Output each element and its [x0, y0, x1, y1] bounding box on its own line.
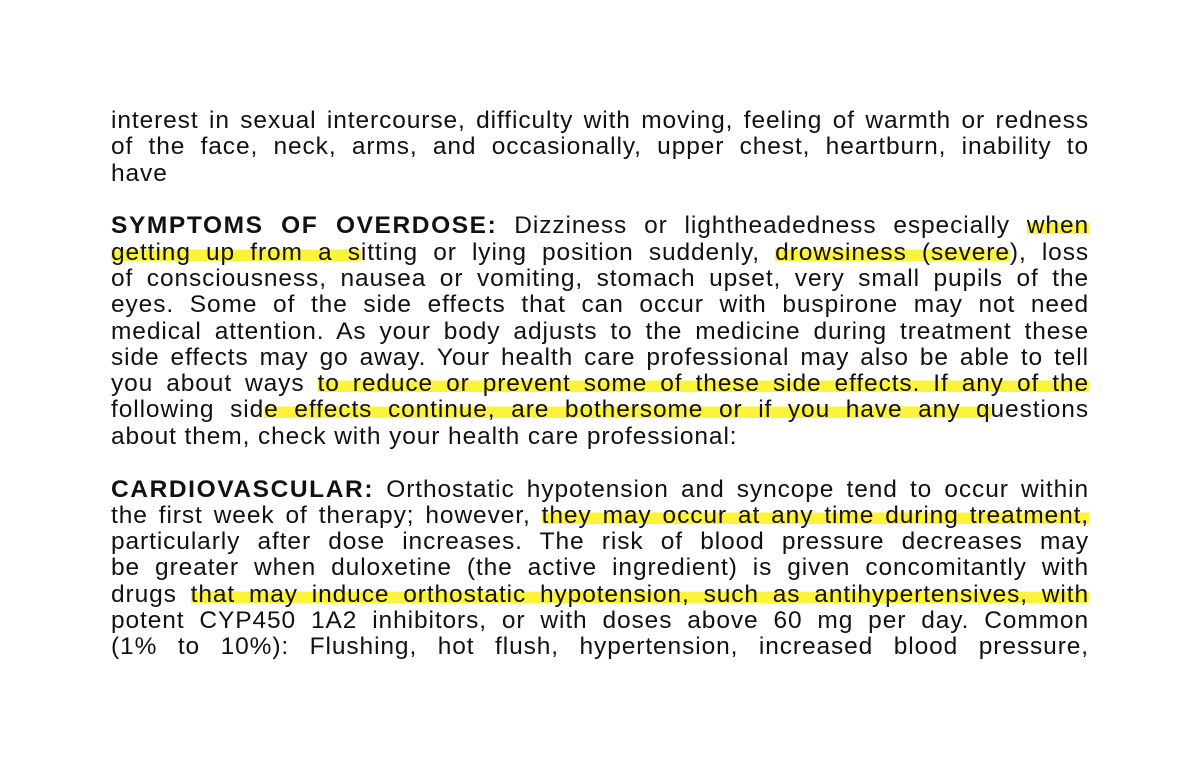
paragraph-cardiovascular: CARDIOVASCULAR: Orthostatic hypotension … [111, 477, 1089, 661]
text-line: potent CYP450 1A2 inhibitors, or with do… [111, 608, 1089, 635]
text-line: of the face, neck, arms, and occasionall… [111, 134, 1089, 161]
highlighted-text: they may occur at any time during treatm… [541, 502, 1089, 529]
text-line: about them, check with your health care … [111, 423, 738, 450]
text-run: Orthostatic hypotension and syncope tend… [374, 476, 1089, 503]
text-run: ), loss [1009, 239, 1089, 266]
highlighted-text: e effects continue, are bothersome or if… [264, 397, 991, 424]
highlighted-text: when [1026, 213, 1089, 240]
text-line: medical attention. As your body adjusts … [111, 318, 1089, 345]
text-line: drugs that may induce orthostatic hypote… [111, 581, 1089, 608]
text-run: following sid [111, 397, 265, 424]
text-run: drugs [111, 581, 191, 608]
text-line: following side effects continue, are bot… [111, 397, 1089, 424]
paragraph-symptoms-of-overdose: SYMPTOMS OF OVERDOSE: Dizziness or light… [111, 213, 1089, 450]
highlighted-text: to reduce or prevent some of these side … [317, 371, 1089, 398]
text-line: the first week of therapy; however, they… [111, 502, 1089, 529]
text-run: the first week of therapy; however, [111, 502, 542, 529]
text-line: side effects may go away. Your health ca… [111, 344, 1089, 371]
paragraph-side-effects-continued: interest in sexual intercourse, difficul… [111, 108, 1089, 187]
text-line: you about ways to reduce or prevent some… [111, 371, 1089, 398]
text-line: SYMPTOMS OF OVERDOSE: Dizziness or light… [111, 213, 1089, 240]
text-run: uestions [990, 397, 1089, 424]
highlighted-text: getting up from a s [111, 239, 361, 266]
text-line: (1% to 10%): Flushing, hot flush, hypert… [111, 634, 1089, 661]
highlighted-text: that may induce orthostatic hypotension,… [190, 581, 1089, 608]
text-line: interest in sexual intercourse, difficul… [111, 108, 1089, 134]
highlighted-text: drowsiness (severe [775, 239, 1010, 266]
text-line: eyes. Some of the side effects that can … [111, 292, 1089, 319]
paragraph-gap [111, 450, 1089, 477]
text-line: getting up from a sitting or lying posit… [111, 239, 1089, 266]
text-run: Dizziness or lightheadedness especially [497, 213, 1027, 240]
section-label-cardiovascular: CARDIOVASCULAR: [111, 476, 375, 503]
text-line: have [111, 160, 168, 187]
text-line: be greater when duloxetine (the active i… [111, 555, 1089, 582]
paragraph-gap [111, 187, 1089, 214]
text-line: CARDIOVASCULAR: Orthostatic hypotension … [111, 477, 1089, 503]
text-line: of consciousness, nausea or vomiting, st… [111, 265, 1089, 292]
document-page: interest in sexual intercourse, difficul… [111, 108, 1089, 661]
text-run: itting or lying position suddenly, [360, 239, 776, 266]
text-run: you about ways [111, 371, 318, 398]
section-label-overdose: SYMPTOMS OF OVERDOSE: [111, 213, 498, 240]
text-line: particularly after dose increases. The r… [111, 529, 1089, 556]
